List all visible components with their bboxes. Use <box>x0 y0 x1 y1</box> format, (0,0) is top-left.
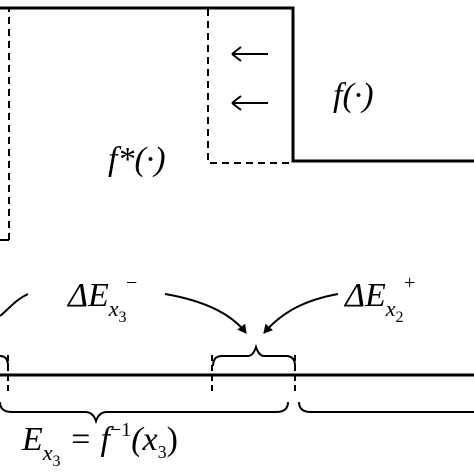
svg-text:+: + <box>404 272 415 294</box>
f-star-label: f*(·) <box>108 141 166 178</box>
delta-e-x3-minus-label: ΔEx3 − <box>66 272 137 326</box>
svg-text:−: − <box>126 272 137 294</box>
right-pointer-to-brace <box>263 293 339 334</box>
upper-brace <box>212 343 296 367</box>
arrow-icon-bottom <box>231 95 268 111</box>
left-edge-brace <box>0 355 9 367</box>
f-label: f(·) <box>333 77 374 114</box>
arrow-icon-top <box>231 46 268 62</box>
inverse-equation-label: Ex3 = f−1(x3) <box>21 419 178 470</box>
svg-text:ΔEx3: ΔEx3 <box>66 277 127 326</box>
f-star-dashed-curve <box>8 7 293 240</box>
svg-text:Ex3 = f−1(x3): Ex3 = f−1(x3) <box>21 419 178 470</box>
lower-right-brace <box>298 401 474 413</box>
left-pointer-curve <box>0 293 29 317</box>
left-pointer-to-brace <box>164 293 247 334</box>
f-solid-curve <box>0 6 474 163</box>
delta-e-x2-plus-label: ΔEx2 + <box>343 272 415 326</box>
svg-text:ΔEx2: ΔEx2 <box>343 277 404 326</box>
lower-brace <box>0 401 289 425</box>
